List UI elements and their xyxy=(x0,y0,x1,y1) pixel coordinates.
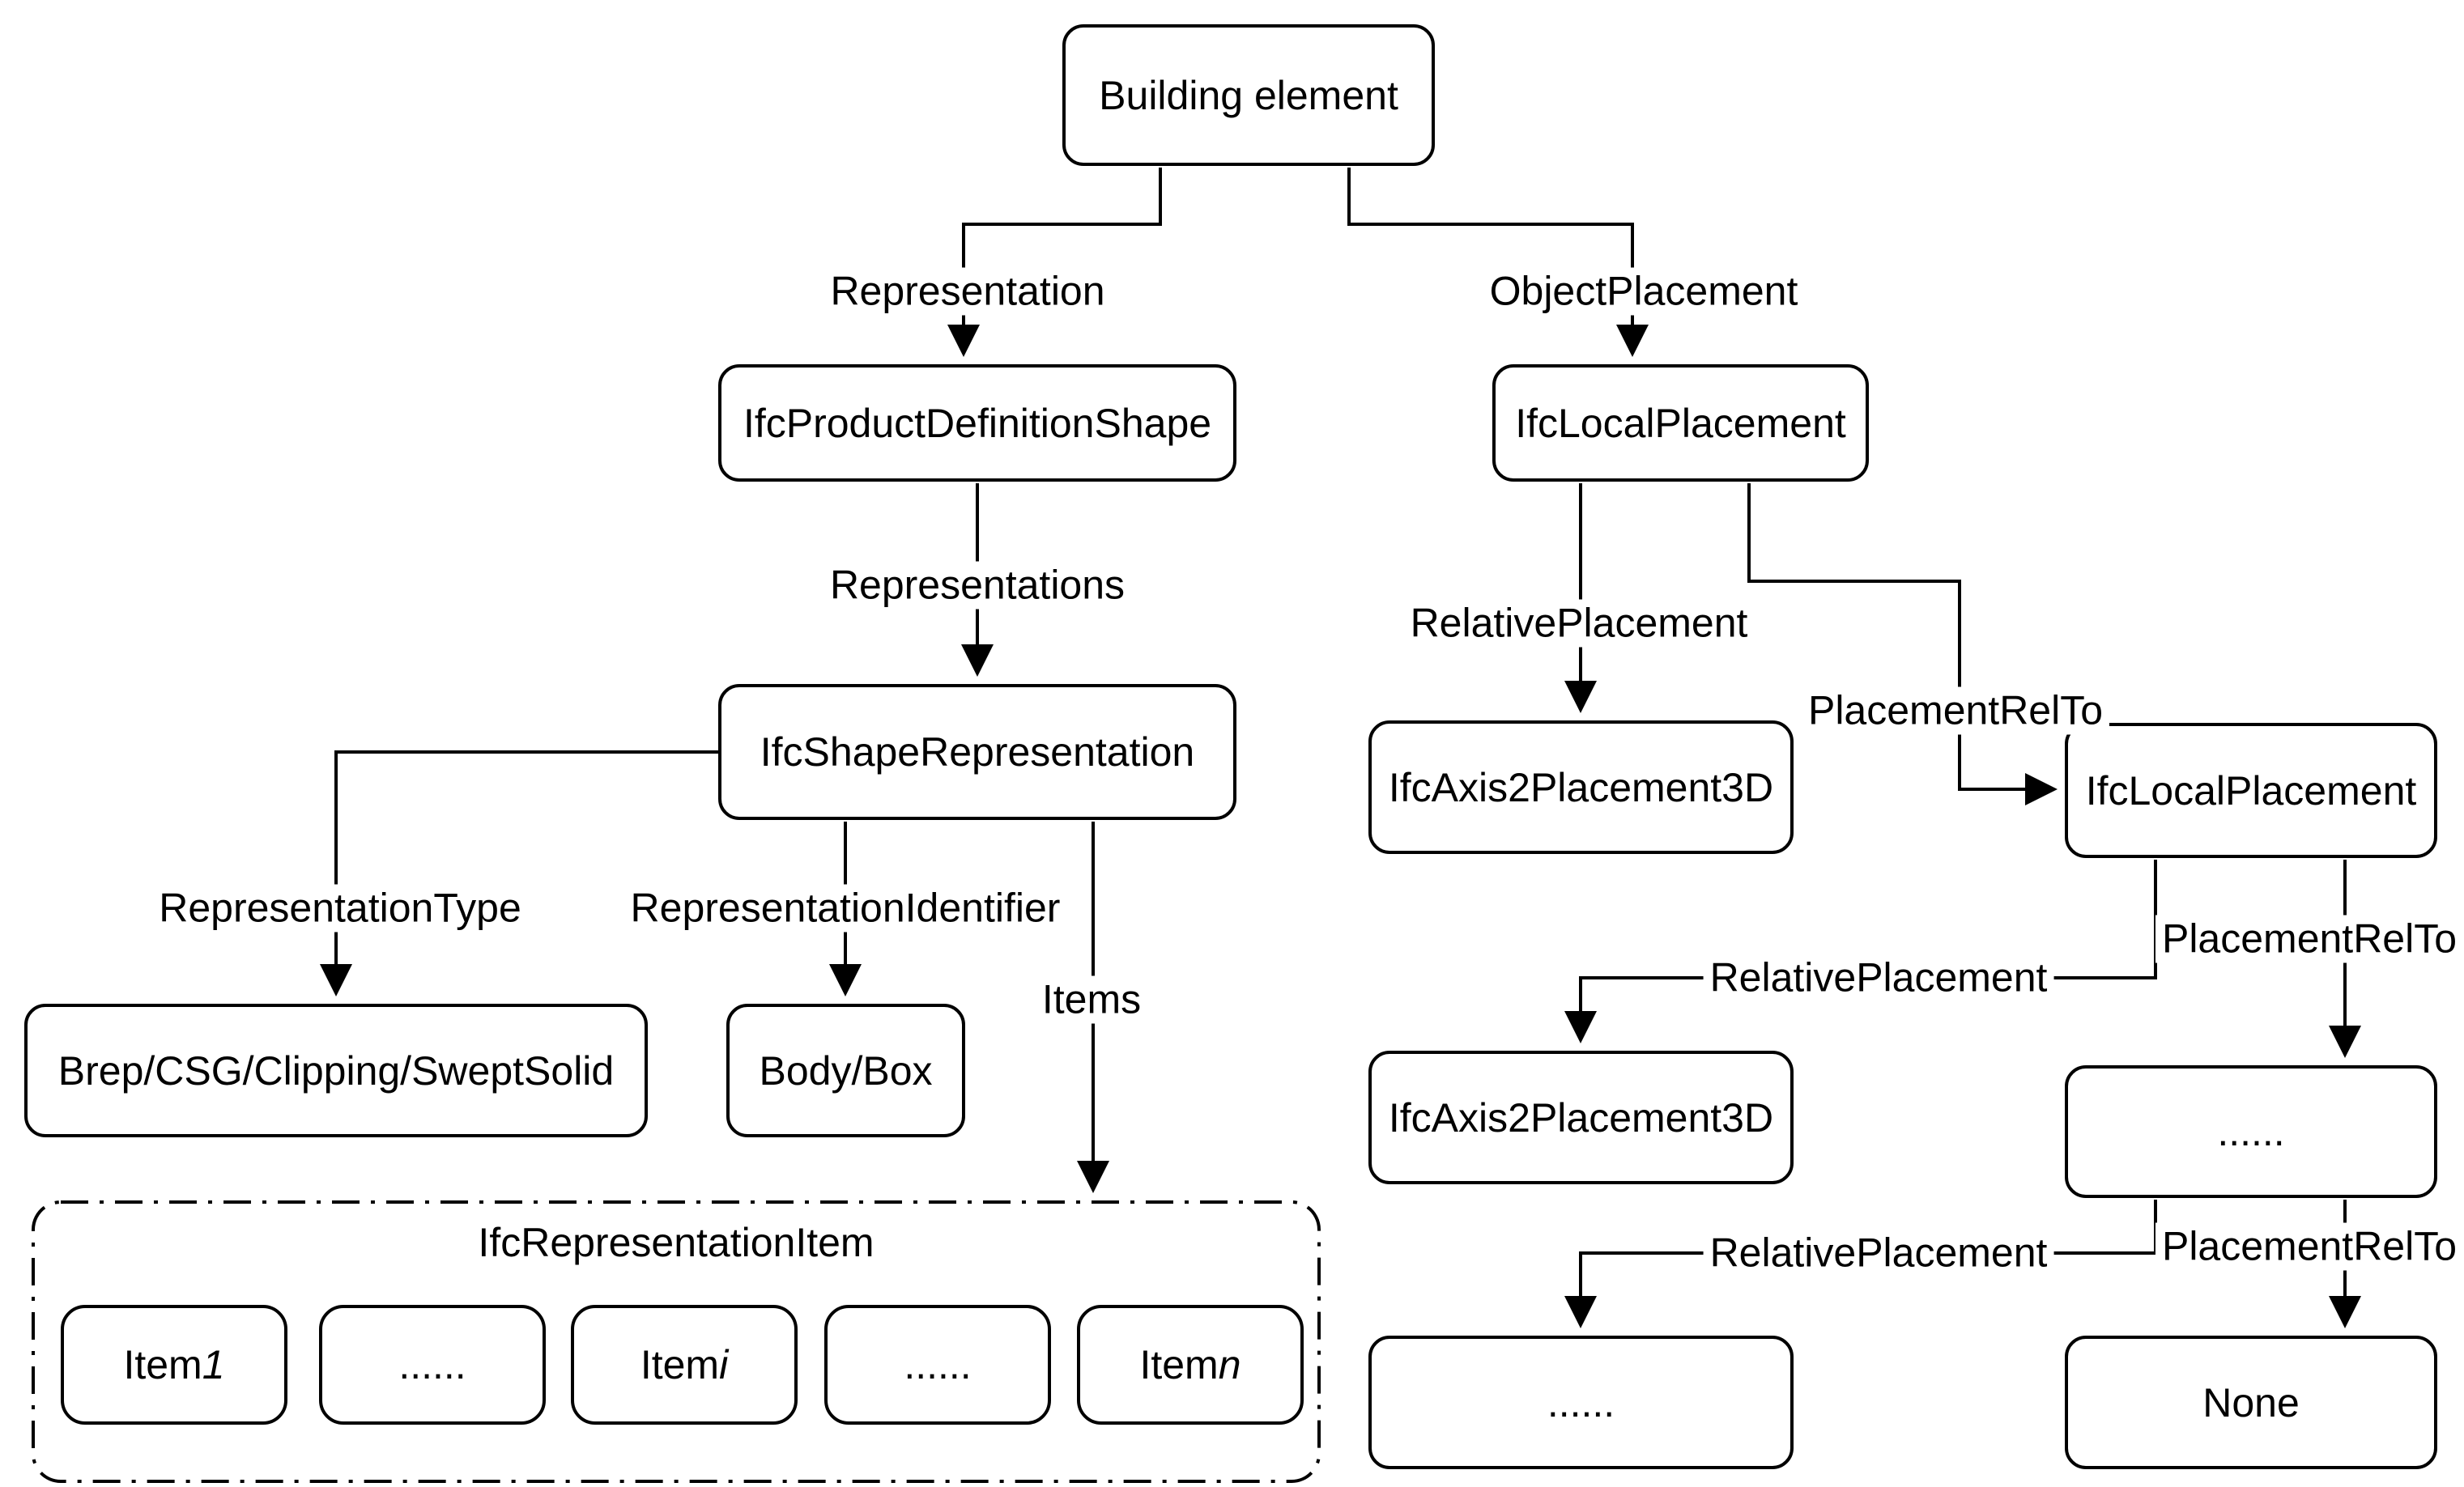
edge-label-representation: Representation xyxy=(823,267,1112,316)
node-ifc-axis2-placement3d-1: IfcAxis2Placement3D xyxy=(1368,720,1794,854)
node-ifc-product-definition-shape: IfcProductDefinitionShape xyxy=(718,364,1236,482)
node-brep-csg-clipping-sweptsolid: Brep/CSG/Clipping/SweptSolid xyxy=(24,1004,648,1137)
representation-item-group-border xyxy=(32,1200,1321,1483)
item-variable: 1 xyxy=(202,1342,225,1387)
node-item-ellipsis-a: ...... xyxy=(319,1305,546,1425)
edge-label-placementrelto-3: PlacementRelTo xyxy=(2155,1222,2464,1271)
edge-label-relativeplacement-3: RelativePlacement xyxy=(1703,1229,2054,1277)
edge-label-placementrelto-1: PlacementRelTo xyxy=(1801,686,2110,735)
edge-objectplacement xyxy=(1347,168,1649,357)
edge-label-items: Items xyxy=(1035,975,1148,1024)
edge-representation xyxy=(947,168,1162,357)
edge-label-representationtype: RepresentationType xyxy=(152,884,528,933)
item-label: Item xyxy=(640,1342,720,1387)
edge-label-representations: Representations xyxy=(823,561,1132,610)
item-label: Item xyxy=(123,1342,202,1387)
item-label: ...... xyxy=(904,1342,972,1387)
edge-label-objectplacement: ObjectPlacement xyxy=(1483,267,1805,316)
node-none: None xyxy=(2065,1336,2437,1469)
item-variable: i xyxy=(719,1342,729,1387)
node-ellipsis-mid-right: ...... xyxy=(2065,1065,2437,1198)
edge-relativeplacement-2 xyxy=(1564,860,2157,1043)
node-body-box: Body/Box xyxy=(726,1004,965,1137)
item-variable: n xyxy=(1218,1342,1241,1387)
edge-label-relativeplacement-1: RelativePlacement xyxy=(1403,599,1755,648)
edge-placementrelto-1 xyxy=(1747,483,2058,805)
node-ifc-axis2-placement3d-2: IfcAxis2Placement3D xyxy=(1368,1051,1794,1184)
item-label: Item xyxy=(1139,1342,1219,1387)
node-item-i: Item i xyxy=(571,1305,798,1425)
node-item-ellipsis-b: ...... xyxy=(824,1305,1051,1425)
edge-representationtype xyxy=(320,750,720,996)
node-item-1: Item 1 xyxy=(61,1305,287,1425)
item-label: ...... xyxy=(398,1342,466,1387)
node-ifc-local-placement-2: IfcLocalPlacement xyxy=(2065,723,2437,858)
node-ellipsis-bottom: ...... xyxy=(1368,1336,1794,1469)
node-building-element: Building element xyxy=(1062,24,1435,166)
edge-label-placementrelto-2: PlacementRelTo xyxy=(2155,915,2464,963)
edge-label-relativeplacement-2: RelativePlacement xyxy=(1703,954,2054,1002)
representation-item-group-title: IfcRepresentationItem xyxy=(478,1220,875,1265)
node-item-n: Item n xyxy=(1077,1305,1304,1425)
node-ifc-local-placement-1: IfcLocalPlacement xyxy=(1492,364,1869,482)
edge-label-representationidentifier: RepresentationIdentifier xyxy=(623,884,1067,933)
node-ifc-shape-representation: IfcShapeRepresentation xyxy=(718,684,1236,820)
